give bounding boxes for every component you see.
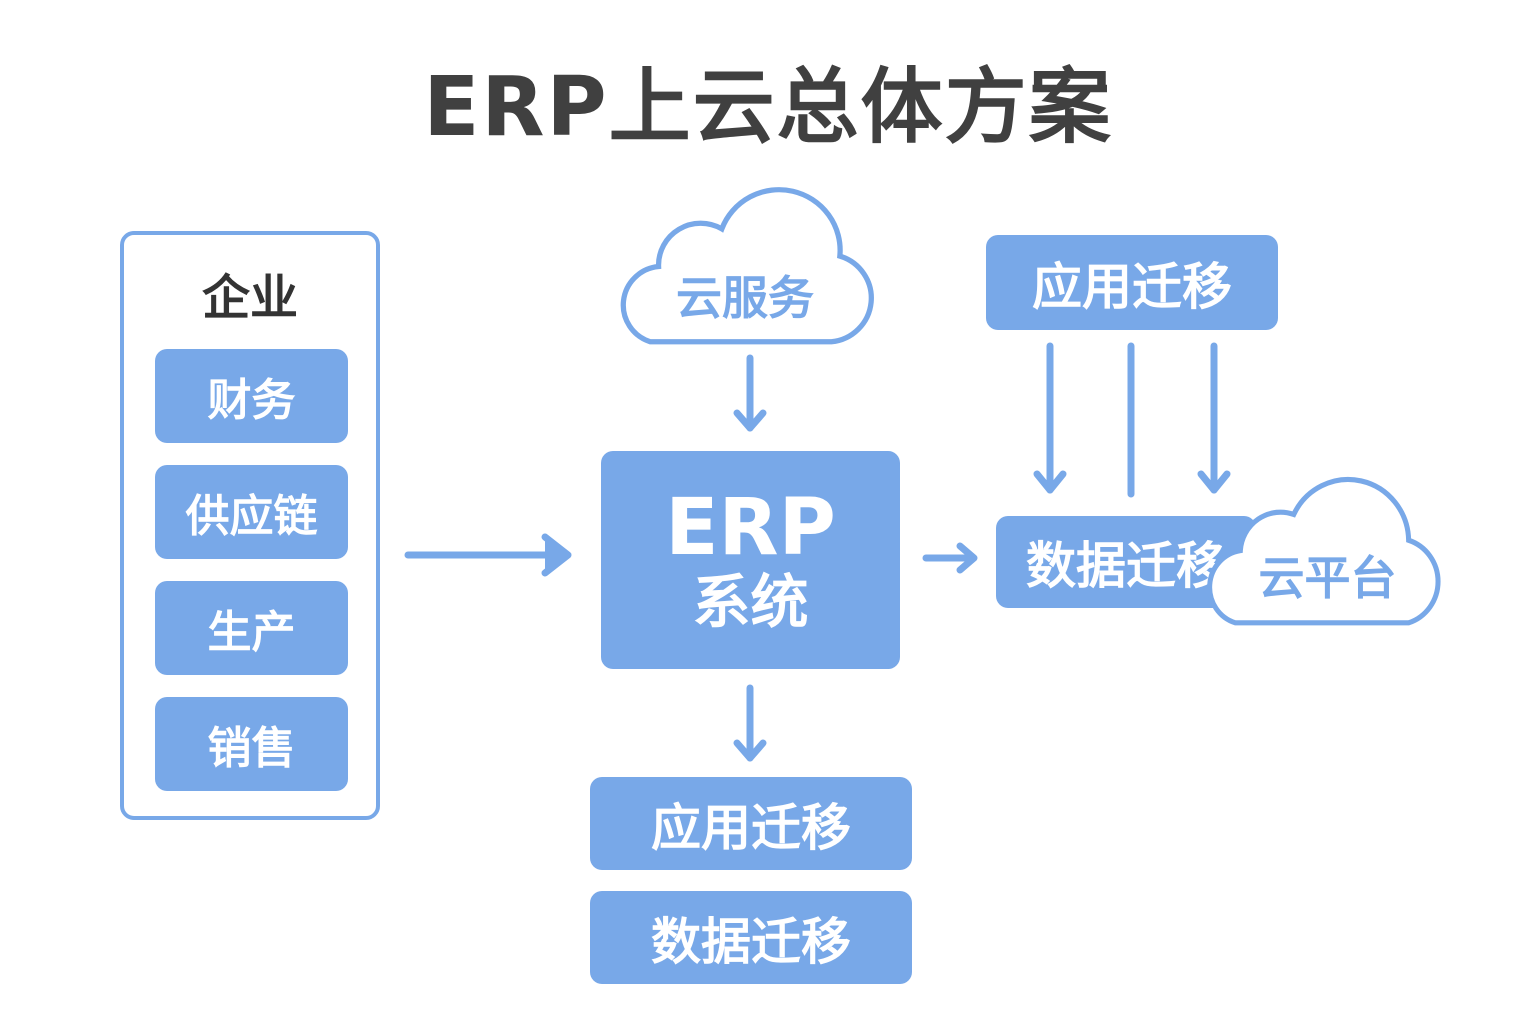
enterprise-item-production: 生产 [155, 581, 348, 675]
enterprise-item-supply-chain: 供应链 [155, 465, 348, 559]
bottom-data-migration: 数据迁移 [590, 891, 912, 984]
erp-system-label: 系统 [692, 568, 809, 636]
arrow-erp-to-bottom [733, 684, 767, 762]
erp-system-box: ERP 系统 [601, 451, 900, 669]
cloud-platform-label: 云平台 [1258, 551, 1397, 605]
enterprise-item-finance: 财务 [155, 349, 348, 443]
cloud-platform-icon [1207, 476, 1441, 626]
bottom-app-migration: 应用迁移 [590, 777, 912, 870]
enterprise-panel [120, 231, 380, 820]
arrow-erp-to-data [922, 542, 978, 574]
erp-label: ERP [665, 483, 836, 573]
arrow-cloud-to-erp [733, 354, 767, 432]
right-app-migration: 应用迁移 [986, 235, 1278, 330]
enterprise-item-sales: 销售 [155, 697, 348, 791]
arrow-app-to-data-2 [1197, 342, 1231, 494]
cloud-service-icon [620, 187, 874, 345]
page-title: ERP上云总体方案 [423, 60, 1113, 155]
arrow-enterprise-to-erp [404, 533, 572, 577]
enterprise-title: 企业 [201, 270, 298, 326]
arrow-app-to-data-1 [1033, 342, 1067, 494]
cloud-service-label: 云服务 [676, 271, 814, 325]
